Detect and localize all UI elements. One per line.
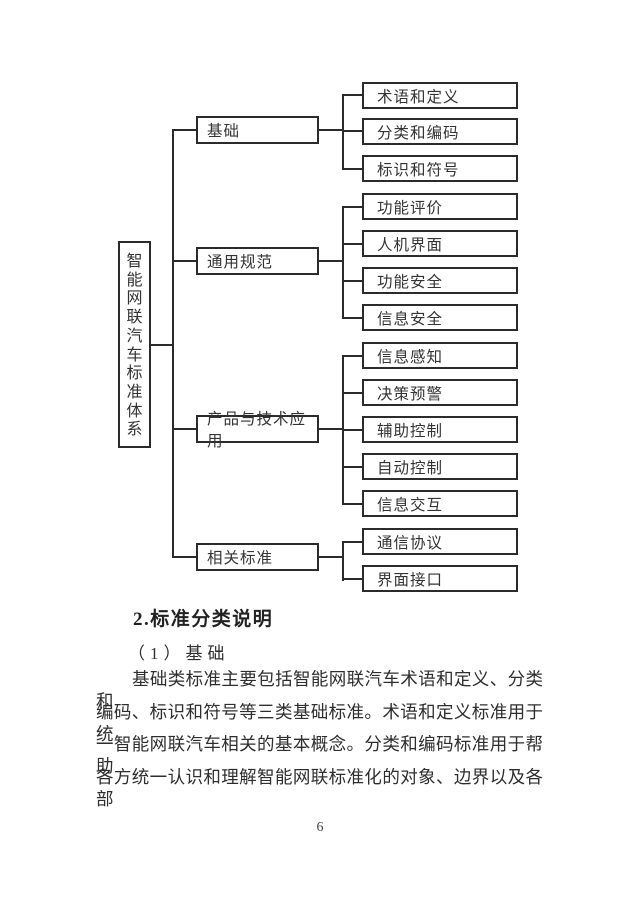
leaf-node-automatic-control: 自动控制 [362,453,518,480]
page-number: 6 [316,820,324,835]
leaf-label-automatic-control: 自动控制 [377,459,444,477]
connector-leaf-interface [342,578,362,580]
leaf-node-terms-definitions: 术语和定义 [362,82,518,109]
root-node-icv-standard-system: 智能网联汽车标准体系 [118,241,151,448]
leaf-node-interface-port: 界面接口 [362,565,518,592]
paragraph-line: 一智能网联汽车相关的基本概念。分类和编码标准用于帮助 [96,734,543,776]
leaf-node-information-security: 信息安全 [362,304,518,331]
connector-leaf-info-security [342,317,362,319]
connector-branch-products-tech [172,428,196,430]
leaf-node-communication-protocol: 通信协议 [362,528,518,555]
leaf-node-information-perception: 信息感知 [362,342,518,369]
connector-branch-general-specs [172,260,196,262]
connector-leaf-marking [342,168,362,170]
branch-label-foundation: 基础 [207,123,241,140]
connector-leaf-assisted-control [342,429,362,431]
subtrunk-general-specs [342,206,344,319]
leaf-label-marking-symbols: 标识和符号 [377,161,460,179]
connector-root-to-trunk [151,344,172,346]
branch-label-general-specs: 通用规范 [207,254,274,271]
leaf-label-classification-coding: 分类和编码 [377,124,460,142]
branch-node-foundation: 基础 [196,116,319,144]
leaf-node-functional-safety: 功能安全 [362,267,518,294]
leaf-node-human-machine-interface: 人机界面 [362,230,518,257]
connector-leaf-decision-warning [342,392,362,394]
branch-label-products-tech: 产品与技术应用 [207,411,307,450]
leaf-label-communication-protocol: 通信协议 [377,534,444,552]
connector-leaf-info-perception [342,355,362,357]
connector-related-standards-to-subtrunk [319,556,342,558]
leaf-label-functional-safety: 功能安全 [377,273,444,291]
subtrunk-related-standards [342,541,344,581]
leaf-node-marking-symbols: 标识和符号 [362,155,518,182]
leaf-label-terms-definitions: 术语和定义 [377,88,460,106]
leaf-label-information-perception: 信息感知 [377,348,444,366]
connector-branch-related-standards [172,556,196,558]
leaf-label-assisted-control: 辅助控制 [377,422,444,440]
connector-leaf-info-exchange [342,503,362,505]
leaf-label-information-exchange: 信息交互 [377,496,444,514]
leaf-node-decision-warning: 决策预警 [362,379,518,406]
root-node-label: 智能网联汽车标准体系 [126,253,143,439]
leaf-label-decision-warning: 决策预警 [377,385,444,403]
connector-leaf-comm-protocol [342,541,362,543]
leaf-label-function-evaluation: 功能评价 [377,199,444,217]
branch-node-related-standards: 相关标准 [196,543,319,571]
section-heading: 2.标准分类说明 [133,609,274,630]
leaf-node-assisted-control: 辅助控制 [362,416,518,443]
paragraph-line: 编码、标识和符号等三类基础标准。术语和定义标准用于统 [96,701,543,744]
connector-leaf-function-eval [342,206,362,208]
leaf-node-function-evaluation: 功能评价 [362,193,518,220]
body-paragraph: 基础类标准主要包括智能网联汽车术语和定义、分类和 编码、标识和符号等三类基础标准… [96,668,543,809]
branch-node-general-specs: 通用规范 [196,247,319,275]
paragraph-line: 基础类标准主要包括智能网联汽车术语和定义、分类和 [96,669,543,711]
leaf-label-information-security: 信息安全 [377,310,444,328]
leaf-label-human-machine-interface: 人机界面 [377,236,444,254]
leaf-label-interface-port: 界面接口 [377,571,444,589]
connector-trunk [172,129,174,558]
connector-leaf-terms [342,94,362,96]
connector-leaf-functional-safety [342,280,362,282]
connector-general-specs-to-subtrunk [319,260,342,262]
connector-leaf-auto-control [342,466,362,468]
connector-leaf-classification [342,130,362,132]
connector-foundation-to-subtrunk [319,129,342,131]
connector-products-tech-to-subtrunk [319,428,342,430]
connector-branch-foundation [172,129,196,131]
leaf-node-classification-coding: 分类和编码 [362,118,518,145]
sub-heading: （1）基础 [128,644,230,663]
branch-node-products-tech: 产品与技术应用 [196,411,319,450]
connector-leaf-hmi [342,243,362,245]
paragraph-line: 各方统一认识和理解智能网联标准化的对象、边界以及各部 [96,766,543,809]
branch-label-related-standards: 相关标准 [207,550,274,567]
leaf-node-information-exchange: 信息交互 [362,490,518,517]
subtrunk-foundation [342,94,344,170]
